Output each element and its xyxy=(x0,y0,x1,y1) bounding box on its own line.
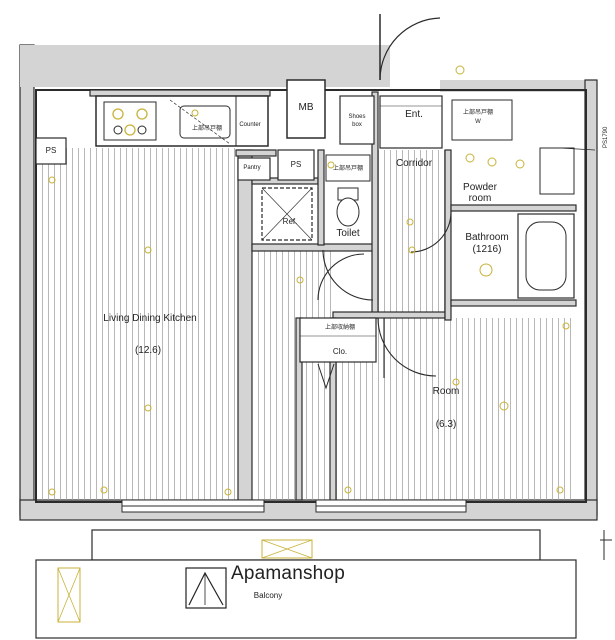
apamanshop-logo-icon xyxy=(185,567,227,609)
mb-box xyxy=(286,79,326,139)
corridor-floor xyxy=(378,150,448,318)
room-label: Room xyxy=(432,386,460,397)
pantry-label: Pantry xyxy=(243,165,261,171)
hall-floor xyxy=(253,250,333,500)
shoes-box-label-2: box xyxy=(352,122,362,128)
bathroom-label: Bathroom xyxy=(465,232,509,243)
toilet-label: Toilet xyxy=(336,228,360,239)
entrance-label: Ent. xyxy=(405,109,423,120)
interior-walls xyxy=(89,89,577,501)
washer-label: W xyxy=(475,119,481,125)
powder-room-fixtures xyxy=(451,99,596,195)
fixture-dots xyxy=(48,65,570,496)
refrigerator xyxy=(261,187,313,241)
ps-center-box xyxy=(277,149,315,181)
balcony xyxy=(35,529,577,639)
ps-center-label: PS xyxy=(290,160,302,169)
closet-label: Clo. xyxy=(332,347,348,356)
powder-room-label-2: room xyxy=(468,193,492,204)
ldk-label: Living Dining Kitchen xyxy=(103,313,197,324)
washroom-storage-label: 上部吊戸棚 xyxy=(462,110,494,116)
bathroom-size: (1216) xyxy=(472,244,502,255)
kitchen-counter xyxy=(95,95,269,147)
side-note-label: PS1790 xyxy=(603,126,609,148)
entrance-area xyxy=(339,14,443,149)
door-swings xyxy=(317,211,452,378)
mb-label: MB xyxy=(298,102,314,113)
corridor-label: Corridor xyxy=(395,158,433,169)
ps-left-box xyxy=(35,137,67,165)
ldk-floor xyxy=(38,148,238,500)
pantry-box xyxy=(237,157,271,181)
bathtub xyxy=(479,213,575,299)
refrigerator-label: Ref. xyxy=(282,217,298,226)
apamanshop-logo-text: Apamanshop xyxy=(231,563,345,584)
ps-left-label: PS xyxy=(45,146,57,155)
shoes-box-label-1: Shoes xyxy=(348,114,366,120)
right-edge-marks xyxy=(600,530,612,560)
closet xyxy=(299,317,377,390)
powder-room-label-1: Powder xyxy=(463,182,497,193)
counter-label: Counter xyxy=(239,122,261,128)
toilet-storage-label: 上部吊戸棚 xyxy=(332,166,364,172)
balcony-label: Balcony xyxy=(253,591,283,600)
closet-storage-label: 上部収納棚 xyxy=(324,325,356,331)
toilet-fixture xyxy=(325,154,371,227)
kitchen-storage-label: 上部吊戸棚 xyxy=(191,126,223,132)
windows xyxy=(121,499,467,513)
room-size: (6.3) xyxy=(435,419,457,430)
ldk-size: (12.6) xyxy=(134,345,162,356)
